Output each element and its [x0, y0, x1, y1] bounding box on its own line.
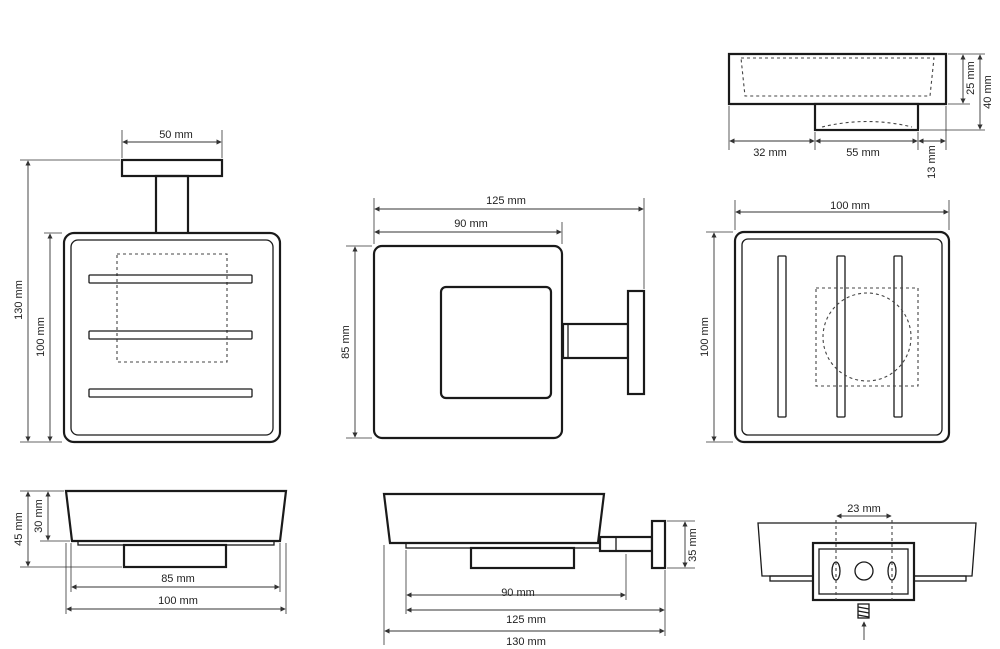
dim-bm-w90: 90 mm — [501, 587, 535, 599]
wall-plate — [120, 158, 224, 178]
bottom-left-view: 45 mm 30 mm 85 mm 100 mm — [13, 489, 288, 614]
front-view: 50 mm 130 mm 100 mm — [13, 129, 282, 444]
slot-2 — [836, 255, 846, 418]
dim-side-depth-total: 125 mm — [486, 195, 526, 207]
dim-square-height: 100 mm — [699, 317, 711, 357]
side-arm — [561, 322, 630, 360]
br-tray — [757, 522, 977, 577]
mount-arm — [154, 174, 190, 236]
hidden-circle — [822, 292, 912, 382]
dim-bm-w125: 125 mm — [506, 614, 546, 626]
bm-mount — [469, 546, 576, 570]
bm-wall-plate — [650, 519, 667, 570]
dim-bl-h45: 45 mm — [13, 512, 25, 546]
dim-br-w23: 23 mm — [847, 503, 881, 515]
br-center-hole — [854, 561, 874, 581]
dim-small-w13: 13 mm — [926, 145, 938, 179]
slot-1 — [777, 255, 787, 418]
dim-front-width-top: 50 mm — [159, 129, 193, 141]
br-mount-plate — [811, 541, 916, 602]
bl-tray — [64, 489, 288, 543]
side-wall-plate — [626, 289, 646, 396]
dim-bl-w85: 85 mm — [161, 573, 195, 585]
hidden-square — [815, 287, 919, 387]
dim-small-w32: 32 mm — [753, 147, 787, 159]
rib-2 — [88, 330, 253, 340]
small-mount-block — [813, 102, 920, 132]
dim-side-height: 85 mm — [340, 325, 352, 359]
dim-bm-h35: 35 mm — [687, 528, 699, 562]
br-mount-inner — [818, 548, 909, 595]
dim-front-height-total: 130 mm — [13, 280, 25, 320]
square-tray-outer — [733, 230, 951, 444]
tray-outer — [62, 231, 282, 444]
side-mount-plate — [439, 285, 553, 400]
bm-arm — [598, 535, 654, 553]
dim-square-width: 100 mm — [830, 200, 870, 212]
hidden-mount-outline — [116, 253, 228, 363]
small-tray-outer — [727, 52, 948, 106]
dim-small-w55: 55 mm — [846, 147, 880, 159]
rib-1 — [88, 274, 253, 284]
bottom-right-view: 23 mm — [757, 503, 977, 640]
dim-small-h40: 40 mm — [982, 75, 994, 109]
top-square-view: 100 mm 100 mm — [699, 200, 951, 444]
bm-tray — [382, 492, 606, 545]
dim-small-h25: 25 mm — [965, 61, 977, 95]
bottom-middle-view: 35 mm 90 mm 125 mm 130 mm — [382, 492, 699, 648]
tray-inner — [70, 239, 274, 436]
dim-front-height-tray: 100 mm — [35, 317, 47, 357]
dim-bl-h30: 30 mm — [33, 499, 45, 533]
small-tray-inner-hidden — [740, 57, 935, 97]
side-view: 125 mm 90 mm 85 mm — [340, 195, 646, 440]
dim-bl-w100: 100 mm — [158, 595, 198, 607]
square-tray-inner — [741, 238, 943, 436]
slot-3 — [893, 255, 903, 418]
bl-mount — [122, 543, 228, 569]
rib-3 — [88, 388, 253, 398]
top-small-view: 25 mm 40 mm 32 mm 55 mm 13 mm — [727, 52, 994, 179]
dim-side-depth-tray: 90 mm — [454, 218, 488, 230]
dim-bm-w130: 130 mm — [506, 636, 546, 648]
